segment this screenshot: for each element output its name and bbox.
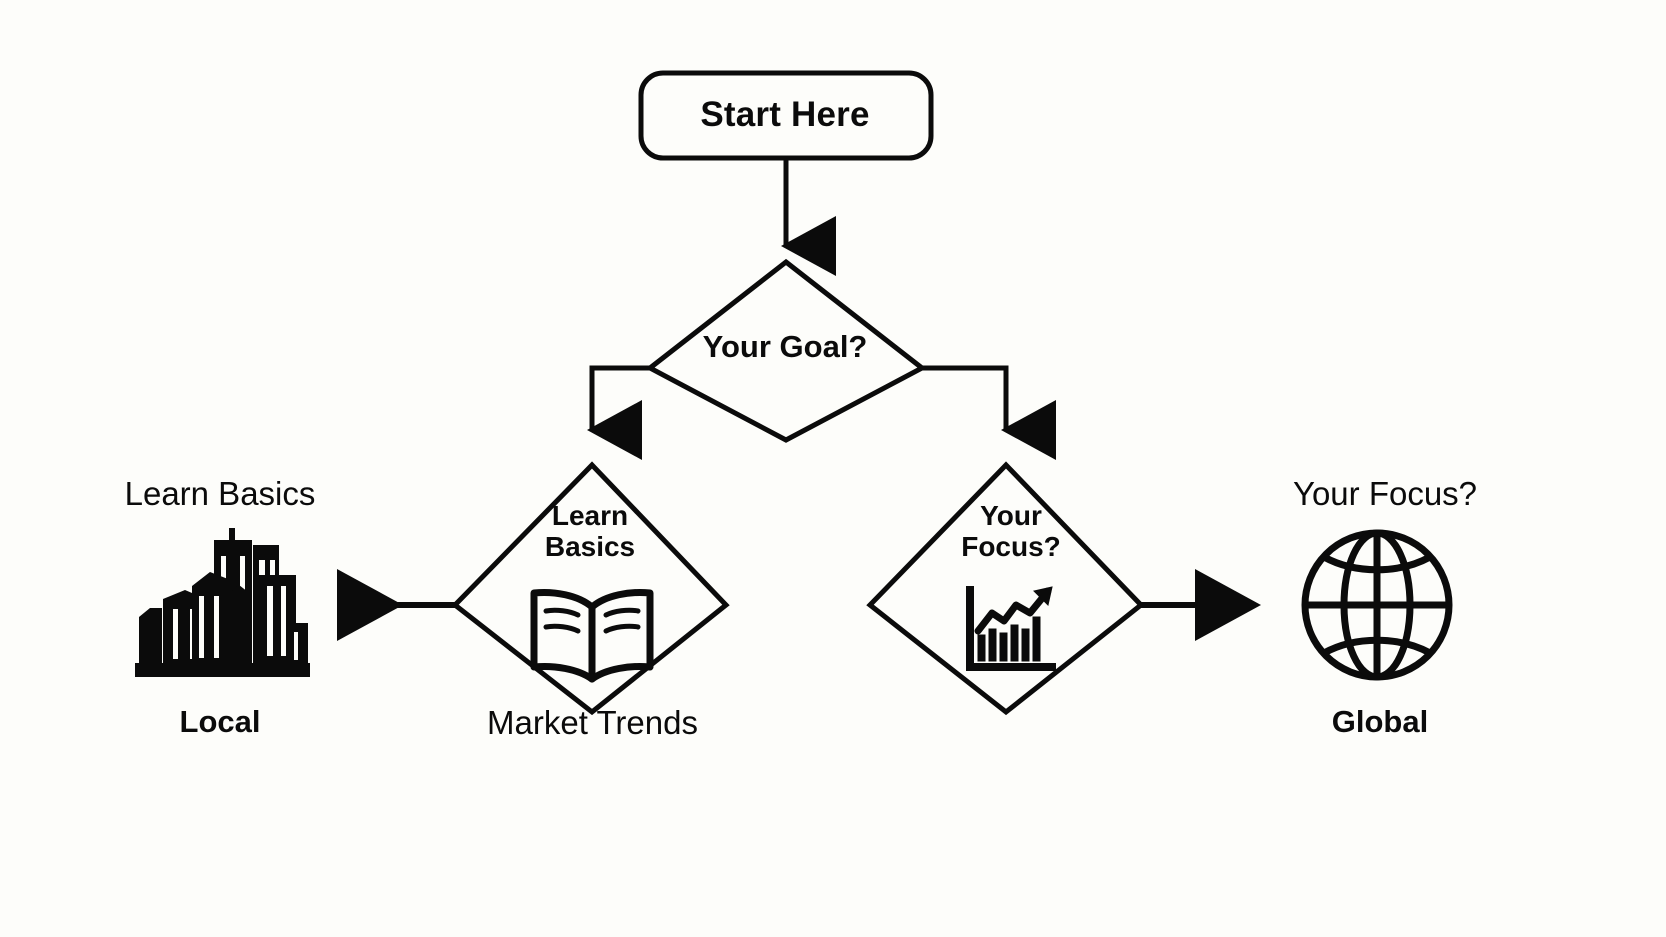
open-book-icon bbox=[530, 589, 654, 683]
connector-goal-to-learn-basics bbox=[587, 365, 650, 460]
your-goal-diamond[interactable] bbox=[645, 258, 927, 443]
city-skyline-icon bbox=[135, 528, 310, 677]
start-here-box[interactable] bbox=[638, 70, 934, 161]
connector-goal-to-your-focus bbox=[922, 365, 1056, 460]
growth-chart-icon bbox=[966, 586, 1056, 671]
globe-icon bbox=[1301, 529, 1453, 681]
learn-basics-diamond[interactable] bbox=[451, 461, 730, 716]
your-focus-diamond[interactable] bbox=[866, 461, 1145, 716]
